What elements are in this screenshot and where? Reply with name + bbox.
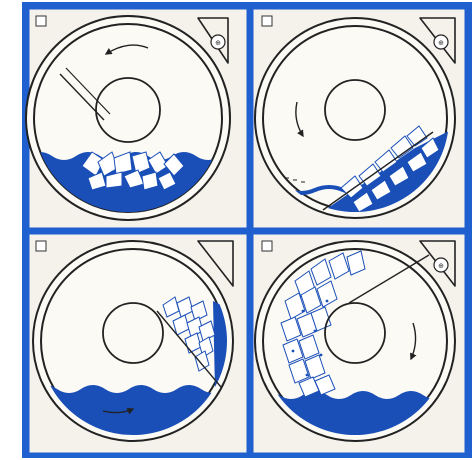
square-box-icon bbox=[262, 16, 272, 26]
panel-a: ⊕ bbox=[18, 8, 248, 229]
badge-glyph: ⊕ bbox=[438, 262, 444, 270]
panel-d: ⊕ bbox=[245, 233, 471, 454]
panel-b: ⊕ bbox=[245, 8, 466, 229]
badge-glyph: ⊕ bbox=[215, 39, 221, 47]
panel-c bbox=[23, 233, 249, 454]
square-box-icon bbox=[36, 16, 46, 26]
square-box-icon bbox=[36, 241, 46, 251]
badge-glyph: ⊕ bbox=[438, 39, 444, 47]
square-box-icon bbox=[262, 241, 272, 251]
